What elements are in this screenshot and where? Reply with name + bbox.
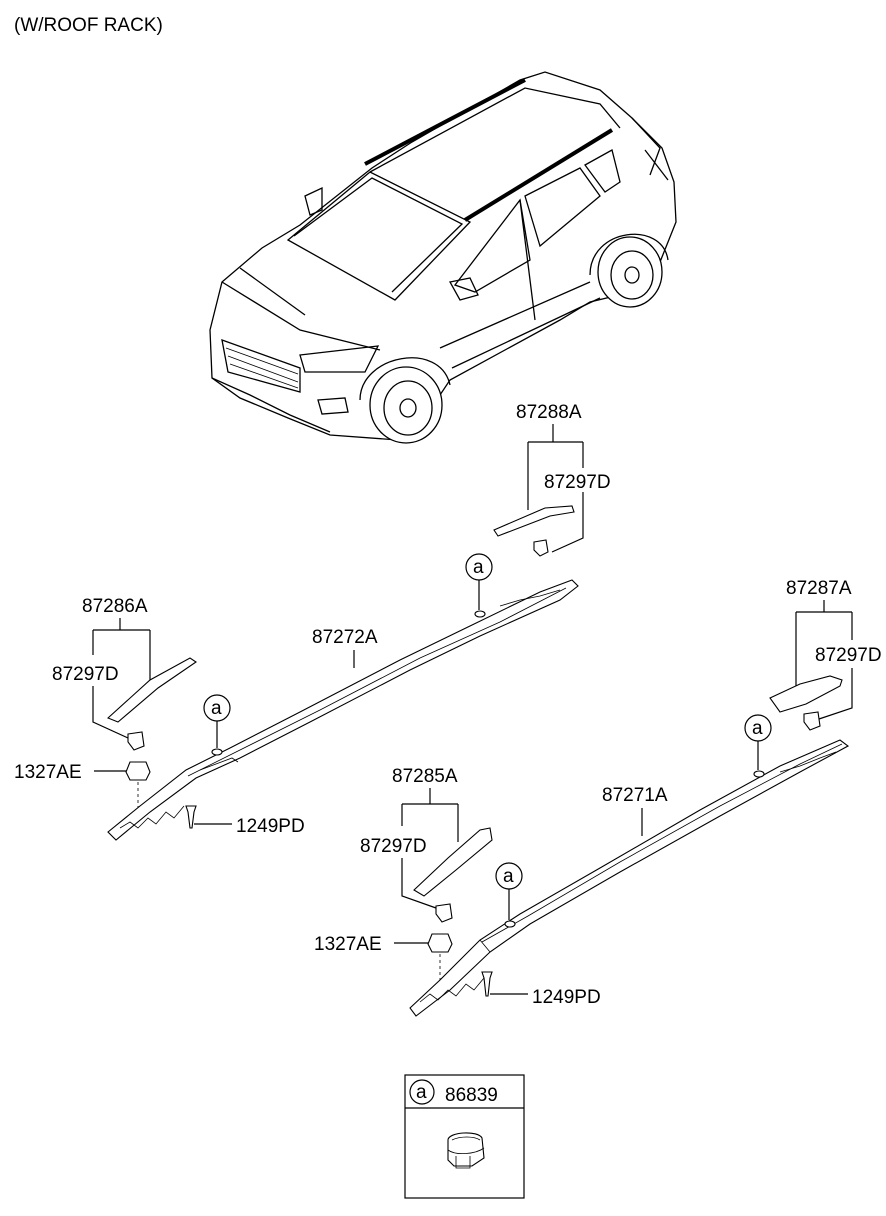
part-87271A-roof-rail <box>409 739 850 1017</box>
part-1327AE-nut-left <box>125 761 151 781</box>
part-1327AE-nut-mid <box>427 933 453 953</box>
part-87272A-roof-rail <box>107 579 579 841</box>
part-87285A-cover <box>413 827 493 897</box>
callout-a-87271A-right-hole <box>753 770 765 778</box>
leader-87297D-mid <box>401 858 437 909</box>
vehicle-illustration <box>209 71 677 444</box>
label-87297D-top: 87297D <box>544 472 611 493</box>
label-87297D-right: 87297D <box>815 645 882 666</box>
legend-callout-a <box>409 1079 435 1105</box>
label-1327AE-left: 1327AE <box>14 762 82 783</box>
leader-87285A <box>401 788 459 842</box>
part-1249PD-bolt-left <box>185 805 197 829</box>
part-87297D-clip-left <box>127 731 145 751</box>
label-87288A: 87288A <box>516 402 582 423</box>
part-87297D-clip-right <box>803 711 821 731</box>
legend-callout-a-text: a <box>416 1082 427 1103</box>
callout-a-87272A-right-hole <box>474 610 486 618</box>
callout-a-87272A-right-text: a <box>473 557 484 578</box>
label-1327AE-mid: 1327AE <box>314 934 382 955</box>
label-87297D-mid: 87297D <box>360 836 427 857</box>
label-87286A: 87286A <box>82 596 148 617</box>
leader-87297D-top <box>551 492 584 553</box>
part-87288A-cover <box>493 505 575 537</box>
diagram-title: (W/ROOF RACK) <box>14 15 163 36</box>
callout-a-87271A-left-hole <box>504 920 516 928</box>
label-87297D-left: 87297D <box>52 664 119 685</box>
callout-a-87271A-right-text: a <box>752 718 763 739</box>
leader-87297D-left <box>92 686 129 739</box>
leader-87297D-right <box>815 668 853 721</box>
legend-box: a 86839 <box>404 1074 525 1199</box>
part-1249PD-bolt-mid <box>481 971 493 997</box>
callout-a-87272A-left-hole <box>211 748 223 756</box>
label-87287A: 87287A <box>786 578 852 599</box>
label-1249PD-mid: 1249PD <box>532 987 601 1008</box>
leader-87286A <box>92 618 151 685</box>
part-87286A-cover <box>106 657 197 723</box>
label-87285A: 87285A <box>392 766 458 787</box>
leader-87287A <box>795 600 853 690</box>
part-86839-cap-icon <box>447 1132 485 1169</box>
callout-a-87271A-left-text: a <box>503 866 514 887</box>
legend-part-number: 86839 <box>445 1085 498 1106</box>
part-87297D-clip-top <box>533 539 549 557</box>
callout-a-87272A-left-text: a <box>211 698 222 719</box>
label-87271A: 87271A <box>602 785 668 806</box>
label-1249PD-left: 1249PD <box>236 816 305 837</box>
part-87297D-clip-mid <box>435 903 453 923</box>
leader-87288A <box>527 424 584 510</box>
label-87272A: 87272A <box>312 627 378 648</box>
part-87287A-cover <box>769 675 843 713</box>
